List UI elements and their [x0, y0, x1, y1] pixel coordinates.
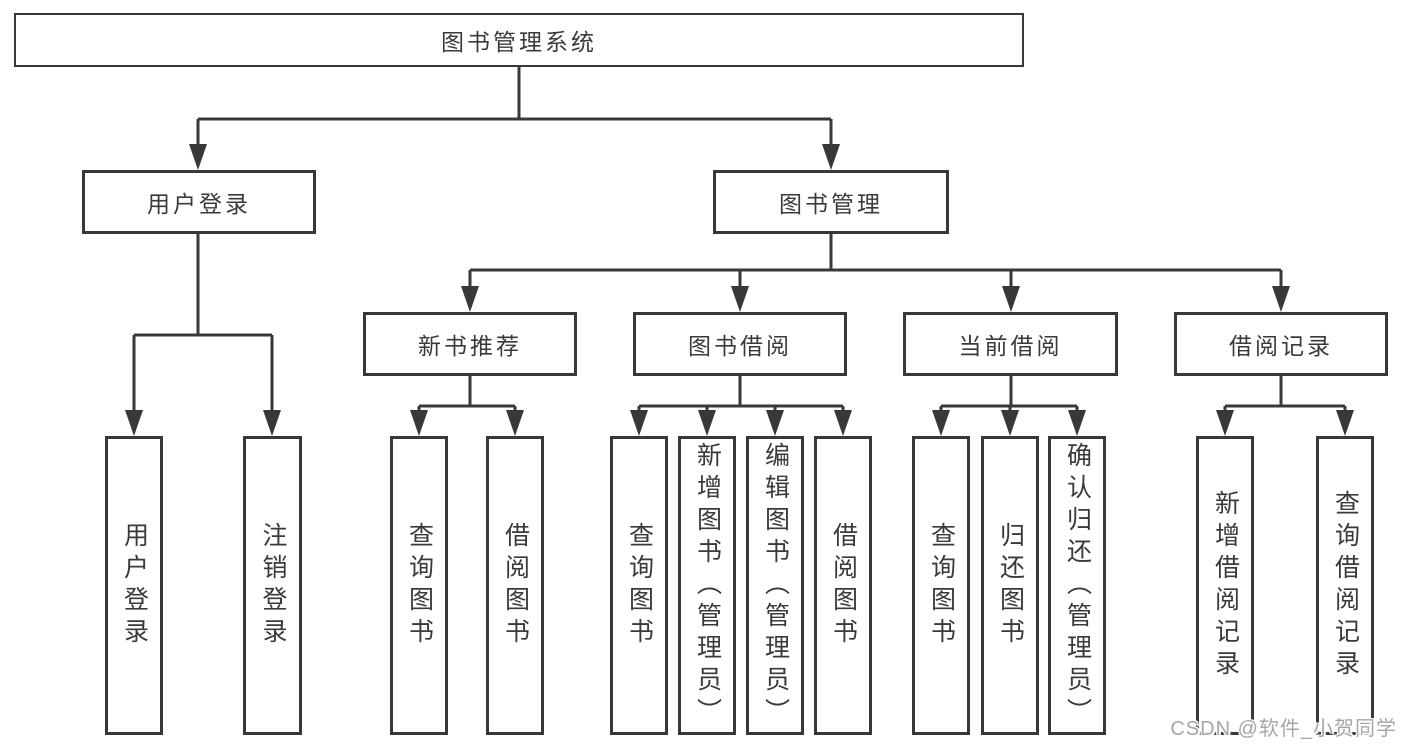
- node-label: 注销登录: [259, 521, 287, 650]
- node-label: 借阅记录: [1229, 333, 1333, 359]
- leaf-add-borrow-record: 新增借阅记录: [1196, 436, 1254, 735]
- node-label: 用户登录: [147, 191, 251, 217]
- leaf-user-login: 用户登录: [105, 436, 163, 735]
- leaf-add-books-admin: 新增图书（管理员）: [678, 436, 736, 735]
- node-label: 新增图书（管理员）: [693, 441, 722, 730]
- node-new-book-recommendation: 新书推荐: [363, 312, 577, 376]
- node-label: 确认归还（管理员）: [1063, 441, 1092, 730]
- node-label: 新书推荐: [418, 333, 522, 359]
- node-label: 图书管理系统: [441, 29, 597, 55]
- node-label: 查询图书: [927, 521, 956, 650]
- node-label: 用户登录: [120, 521, 149, 650]
- node-user-login: 用户登录: [82, 170, 316, 234]
- leaf-query-books-2: 查询图书: [610, 436, 668, 735]
- node-label: 查询图书: [405, 521, 434, 650]
- node-label: 新增借阅记录: [1211, 489, 1240, 682]
- leaf-logout: 注销登录: [243, 436, 302, 735]
- node-label: 借阅图书: [829, 521, 858, 650]
- node-library-management-system: 图书管理系统: [14, 13, 1024, 67]
- leaf-borrow-books-1: 借阅图书: [486, 436, 544, 735]
- node-borrowing-records: 借阅记录: [1174, 312, 1388, 376]
- node-label: 编辑图书（管理员）: [761, 441, 790, 730]
- node-label: 归还图书: [996, 521, 1025, 650]
- node-book-management: 图书管理: [713, 170, 949, 234]
- leaf-return-books: 归还图书: [981, 436, 1039, 735]
- node-current-borrowing: 当前借阅: [903, 312, 1118, 376]
- node-book-borrowing: 图书借阅: [633, 312, 847, 376]
- leaf-query-borrow-record: 查询借阅记录: [1316, 436, 1374, 735]
- leaf-query-books-1: 查询图书: [390, 436, 448, 735]
- node-label: 借阅图书: [501, 521, 530, 650]
- leaf-query-books-3: 查询图书: [912, 436, 970, 735]
- csdn-watermark: CSDN @软件_小贺同学: [1170, 718, 1397, 740]
- leaf-confirm-return-admin: 确认归还（管理员）: [1048, 436, 1106, 735]
- node-label: 查询借阅记录: [1331, 489, 1360, 682]
- node-label: 图书管理: [779, 191, 883, 217]
- node-label: 图书借阅: [688, 333, 792, 359]
- node-label: 当前借阅: [958, 333, 1063, 359]
- node-label: 查询图书: [625, 521, 654, 650]
- leaf-edit-books-admin: 编辑图书（管理员）: [746, 436, 804, 735]
- leaf-borrow-books-2: 借阅图书: [814, 436, 872, 735]
